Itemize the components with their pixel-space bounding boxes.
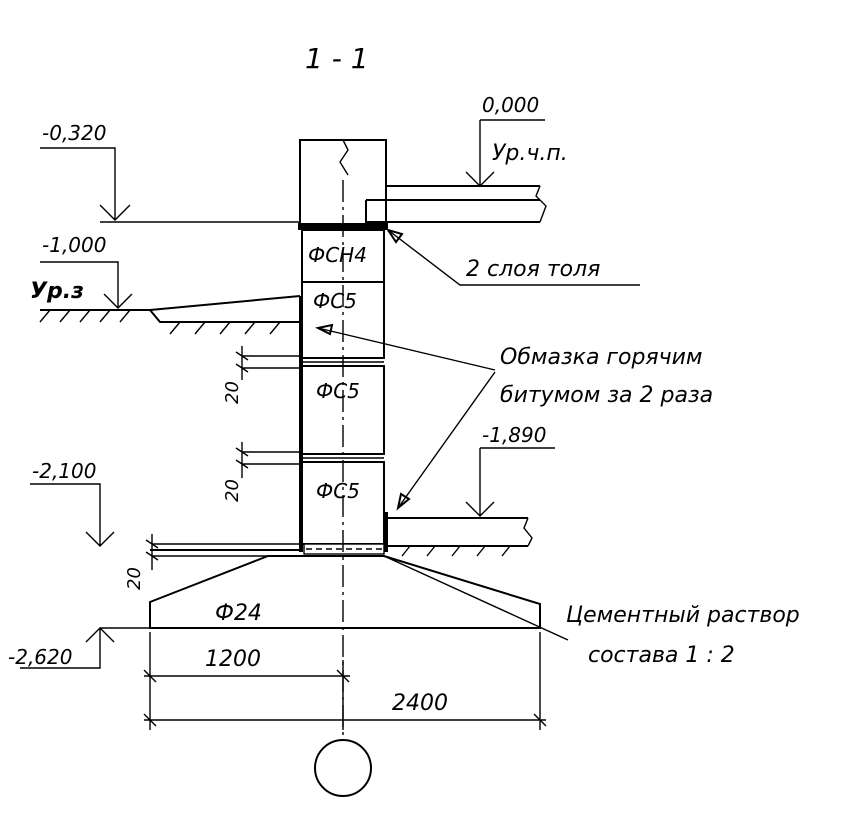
level-label: Ур.з [30, 279, 84, 304]
axis-marker [314, 739, 372, 797]
dim-value: 1200 [205, 647, 261, 672]
floor-right-lower [388, 517, 533, 557]
joint-dims [145, 346, 300, 570]
level-mark-ground [40, 261, 133, 309]
block-label: ФС5 [316, 379, 360, 403]
level-mark-right-floor [465, 447, 555, 517]
note-bitumen-2: битумом за 2 раза [500, 383, 713, 408]
level-value: -1,890 [482, 423, 546, 447]
dim-value: 2400 [392, 691, 448, 716]
joint-dim-value: 20 [124, 567, 145, 590]
wall-blocks [299, 229, 388, 555]
ground-left [39, 295, 301, 335]
note-waterproof: 2 слоя толя [466, 257, 600, 282]
footing [149, 555, 541, 629]
level-value: 0,000 [482, 93, 539, 117]
upper-wall [299, 139, 387, 225]
level-value: -2,100 [32, 459, 96, 483]
width-dims [143, 632, 547, 730]
footing-label: Ф24 [215, 601, 262, 626]
block-label: ФСН4 [308, 243, 367, 267]
level-value: -1,000 [42, 233, 106, 257]
section-title: 1 - 1 [305, 42, 369, 75]
block-label: ФС5 [316, 479, 360, 503]
joint-dim-value: 20 [222, 381, 243, 404]
level-value: -2,620 [8, 645, 72, 669]
leaders [315, 228, 640, 641]
floor-slab [365, 185, 547, 223]
level-mark-top-left [40, 147, 300, 223]
block-label: ФС5 [313, 289, 357, 313]
level-label: Ур.ч.п. [492, 141, 568, 166]
level-mark-base [20, 627, 150, 669]
level-mark-left-lower [30, 483, 115, 547]
joint-dim-value: 20 [222, 479, 243, 502]
note-mortar-2: состава 1 : 2 [588, 643, 735, 668]
note-bitumen-1: Обмазка горячим [500, 345, 703, 370]
level-mark-floor [465, 119, 545, 187]
level-value: -0,320 [42, 121, 106, 145]
note-mortar-1: Цементный раствор [566, 603, 800, 628]
